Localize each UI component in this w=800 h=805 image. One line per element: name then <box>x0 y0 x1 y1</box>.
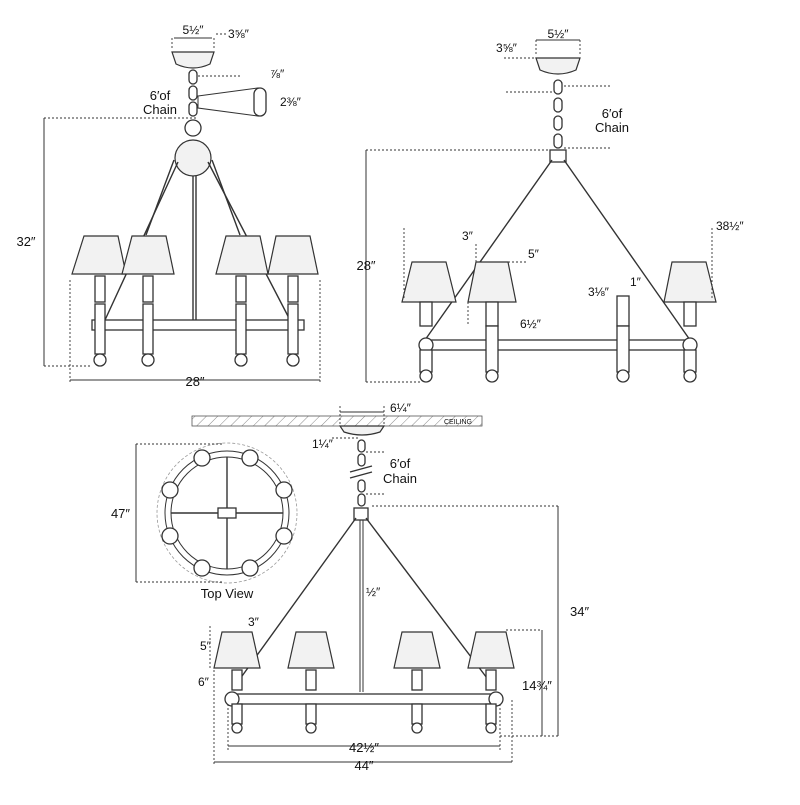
stem-width-label: ½″ <box>366 585 381 599</box>
finials <box>418 325 698 383</box>
candle-width-label: 1″ <box>630 275 642 289</box>
chain-label-2: Chain <box>143 102 177 117</box>
canopy-height-label: 3⅝″ <box>228 27 250 41</box>
hub <box>549 149 567 163</box>
canopy-width-label: 5½″ <box>548 27 570 41</box>
overall-height-label: 32″ <box>16 234 35 249</box>
shade-height-label: 5″ <box>200 639 212 653</box>
finials <box>224 691 504 734</box>
overall-height-label: 34″ <box>570 604 589 619</box>
top-view-cups <box>161 449 293 577</box>
canopy-height-label: 1¼″ <box>312 437 334 451</box>
canopy <box>535 57 581 75</box>
center-ball <box>174 139 212 177</box>
top-view-label: Top View <box>201 586 254 601</box>
canopy-width-label: 6¼″ <box>390 401 412 415</box>
crossbar <box>227 693 501 705</box>
shade-2 <box>287 631 335 669</box>
chain-label-2: Chain <box>595 120 629 135</box>
arm-span-label: 38½″ <box>716 219 744 233</box>
shade-1 <box>401 261 457 303</box>
canopy-height-label: 3⅝″ <box>496 41 518 55</box>
side-right-view: 5½″ 3⅝″ 6′of Chain <box>356 27 744 383</box>
shade-2 <box>121 235 175 275</box>
shade-3 <box>393 631 441 669</box>
chain-link-detail <box>253 87 267 117</box>
link-height-label: 2⅜″ <box>280 95 302 109</box>
chain-label-1: 6′of <box>150 88 171 103</box>
shade-drop-label: 6½″ <box>520 317 542 331</box>
top-view-hub <box>217 507 237 519</box>
crossbar <box>423 339 693 351</box>
shade-height-label: 3″ <box>462 229 474 243</box>
crossbar <box>91 319 305 331</box>
shade-1 <box>71 235 127 275</box>
shade-1 <box>213 631 261 669</box>
candles <box>231 669 497 691</box>
front-left-view: 5½″ 3⅝″ 6′of Chain ⅞″ 2⅜″ <box>16 23 321 389</box>
body-height-label: 14¾″ <box>522 678 552 693</box>
hub <box>353 507 369 521</box>
shade-top-label: 3″ <box>248 615 260 629</box>
chain-label-1: 6′of <box>390 456 411 471</box>
shade-4 <box>467 631 515 669</box>
top-view: 47″ Top View <box>111 442 298 601</box>
inner-width-label: 42½″ <box>349 740 379 755</box>
ceiling-label: CEILING <box>444 419 472 426</box>
shade-width-label: 5″ <box>528 247 540 261</box>
diameter-label: 47″ <box>111 506 130 521</box>
overall-width-label: 44″ <box>354 758 373 773</box>
candle-height-label: 3⅛″ <box>588 285 610 299</box>
canopy <box>338 425 386 436</box>
finials <box>93 303 300 367</box>
link-width-label: ⅞″ <box>270 67 285 81</box>
candle-exposed <box>616 295 630 327</box>
canopy <box>171 51 215 69</box>
shade-4 <box>267 235 319 275</box>
ceiling <box>191 415 483 427</box>
overall-height-label: 28″ <box>356 258 375 273</box>
shade-3 <box>215 235 269 275</box>
chain-label-2: Chain <box>383 471 417 486</box>
chain-label-1: 6′of <box>602 106 623 121</box>
chain <box>349 439 373 507</box>
shade-2 <box>467 261 517 303</box>
canopy-width-label: 5½″ <box>183 23 205 37</box>
shade-bottom-label: 6″ <box>198 675 210 689</box>
shade-4 <box>663 261 717 303</box>
chain <box>188 69 198 117</box>
front-bottom-view: CEILING 6¼″ 1¼″ 6′of Chain ½″ <box>191 401 589 773</box>
overall-width-label: 28″ <box>185 374 204 389</box>
chain <box>553 79 563 149</box>
